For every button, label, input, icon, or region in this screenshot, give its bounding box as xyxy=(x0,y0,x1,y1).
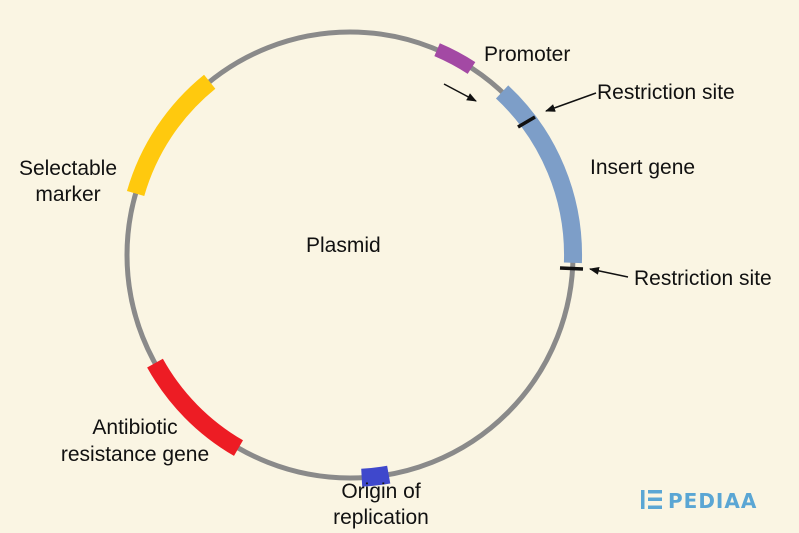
pediaa-logo-icon xyxy=(641,490,662,509)
origin-label-line2: replication xyxy=(333,506,429,529)
pediaa-logo-text: PEDIAA xyxy=(668,489,757,513)
antibiotic-label-line1: Antibiotic xyxy=(92,416,177,439)
restriction-site-top-mark xyxy=(517,115,536,129)
insert-gene-label: Insert gene xyxy=(590,156,695,179)
promoter-label: Promoter xyxy=(484,43,570,66)
promoter-segment xyxy=(434,43,476,74)
restriction-site-bottom-arrow xyxy=(589,266,629,278)
restriction-site-bottom-label: Restriction site xyxy=(634,267,772,290)
pediaa-logo: PEDIAA xyxy=(641,489,757,513)
antibiotic-resistance-segment xyxy=(147,358,244,456)
antibiotic-label-line2: resistance gene xyxy=(61,443,209,466)
insert-gene-segment xyxy=(495,85,582,264)
plasmid-label: Plasmid xyxy=(306,234,381,257)
promoter-pointer-arrow xyxy=(443,83,477,102)
selectable-marker-label-line2: marker xyxy=(35,183,100,206)
restriction-site-bottom-mark xyxy=(559,266,584,271)
restriction-site-top-label: Restriction site xyxy=(597,81,735,104)
restriction-site-top-arrow xyxy=(545,92,597,112)
selectable-marker-label-line1: Selectable xyxy=(19,157,117,180)
selectable-marker-segment xyxy=(126,74,216,197)
origin-of-replication-segment xyxy=(361,465,391,487)
origin-label-line1: Origin of xyxy=(341,480,421,503)
